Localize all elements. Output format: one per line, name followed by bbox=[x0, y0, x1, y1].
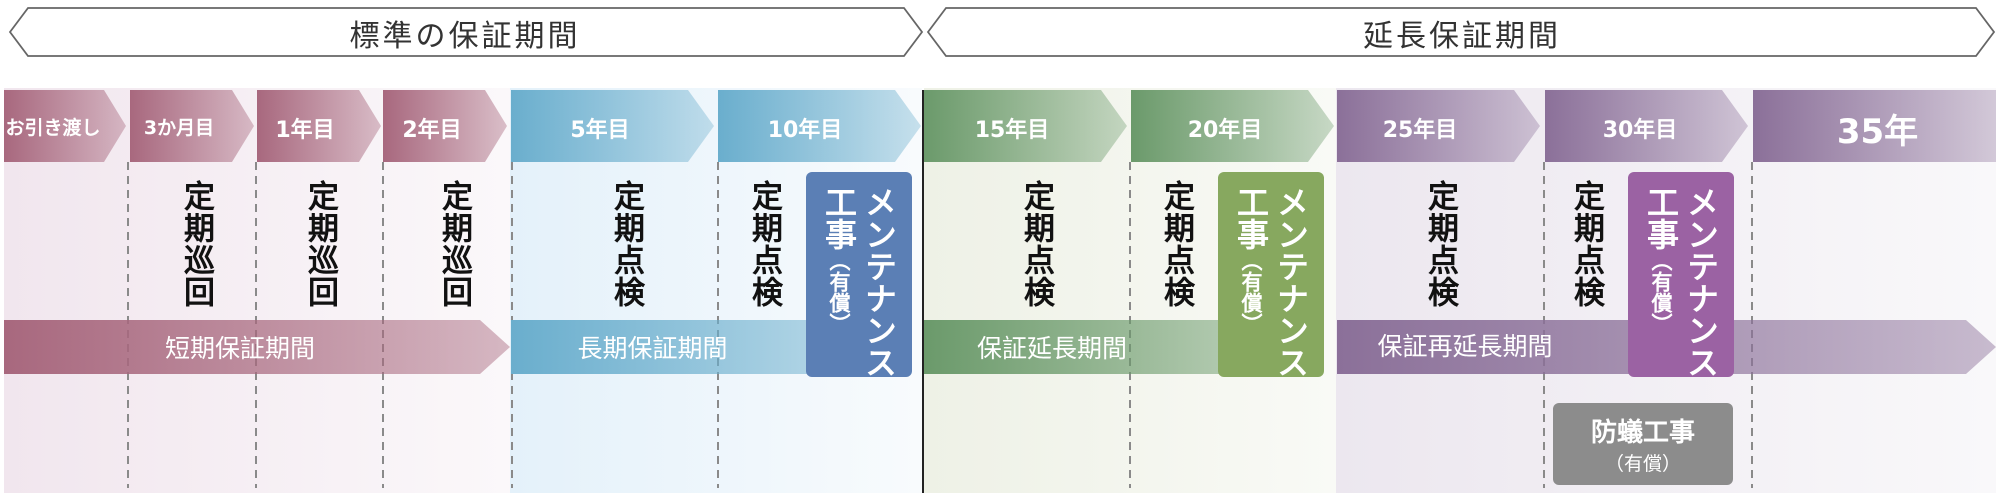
maintenance-work-30y: 工事（有償） bbox=[1638, 186, 1684, 334]
maintenance-title-10y: メンテナンス bbox=[860, 186, 898, 378]
maintenance-box-30y: メンテナンス 工事（有償） bbox=[1628, 172, 1734, 378]
band-long-term bbox=[511, 320, 841, 374]
band-short-term-label: 短期保証期間 bbox=[164, 334, 315, 363]
milestone-35y-label: 35年 bbox=[1836, 111, 1919, 152]
milestone-1y-label: 1年目 bbox=[275, 118, 335, 143]
milestone-20y-arrow bbox=[1131, 90, 1334, 162]
maintenance-box-10y: メンテナンス 工事（有償） bbox=[806, 172, 912, 378]
maintenance-work-text-10y: 工事 bbox=[820, 186, 858, 250]
maintenance-paid-30y: （有償） bbox=[1649, 250, 1673, 334]
milestone-15y-arrow bbox=[924, 90, 1127, 162]
maintenance-box-20y: メンテナンス 工事（有償） bbox=[1218, 172, 1324, 378]
event-inspection-30y: 定期点検 bbox=[1568, 180, 1604, 308]
milestone-2y-label: 2年目 bbox=[402, 118, 462, 143]
termite-treatment-box: 防蟻工事 （有償） bbox=[1553, 403, 1733, 485]
maintenance-work-text-20y: 工事 bbox=[1232, 186, 1270, 250]
termite-treatment-paid: （有償） bbox=[1604, 453, 1681, 475]
milestone-30y-label: 30年目 bbox=[1602, 118, 1678, 143]
event-patrol-3m: 定期巡回 bbox=[178, 180, 214, 308]
maintenance-paid-10y: （有償） bbox=[827, 250, 851, 334]
milestone-10y-label: 10年目 bbox=[767, 118, 843, 143]
milestone-5y-label: 5年目 bbox=[570, 118, 630, 143]
milestone-2y-arrow bbox=[383, 90, 507, 162]
milestone-1y-arrow bbox=[257, 90, 381, 162]
milestone-25y-arrow bbox=[1337, 90, 1540, 162]
band-extension-label: 保証延長期間 bbox=[976, 334, 1127, 363]
maintenance-title-30y: メンテナンス bbox=[1682, 186, 1720, 378]
band-re-extension-label: 保証再延長期間 bbox=[1377, 332, 1553, 361]
event-patrol-1y: 定期巡回 bbox=[302, 180, 338, 308]
band-extension bbox=[924, 320, 1254, 374]
milestone-35y-block bbox=[1753, 90, 1996, 162]
milestone-3m-label: 3か月目 bbox=[143, 116, 215, 139]
milestone-handover-label: お引き渡し bbox=[5, 116, 101, 139]
event-inspection-20y: 定期点検 bbox=[1158, 180, 1194, 308]
milestone-20y-label: 20年目 bbox=[1187, 118, 1263, 143]
maintenance-work-text-30y: 工事 bbox=[1642, 186, 1680, 250]
termite-treatment-label: 防蟻工事 bbox=[1590, 418, 1695, 448]
extended-header-outline bbox=[926, 7, 1996, 57]
band-long-term-label: 長期保証期間 bbox=[577, 334, 728, 363]
standard-warranty-header: 標準の保証期間 bbox=[349, 19, 581, 54]
milestone-10y-arrow bbox=[718, 90, 921, 162]
band-short-term bbox=[4, 320, 510, 374]
milestone-25y-label: 25年目 bbox=[1382, 118, 1458, 143]
milestone-3m-arrow bbox=[130, 90, 254, 162]
event-inspection-15y: 定期点検 bbox=[1018, 180, 1054, 308]
event-inspection-25y: 定期点検 bbox=[1422, 180, 1458, 308]
event-patrol-2y: 定期巡回 bbox=[436, 180, 472, 308]
event-inspection-5y: 定期点検 bbox=[608, 180, 644, 308]
extended-warranty-header: 延長保証期間 bbox=[1363, 19, 1561, 54]
maintenance-title-20y: メンテナンス bbox=[1272, 186, 1310, 378]
maintenance-work-20y: 工事（有償） bbox=[1228, 186, 1274, 334]
milestone-handover-arrow bbox=[4, 90, 126, 162]
milestone-5y-arrow bbox=[511, 90, 714, 162]
maintenance-work-10y: 工事（有償） bbox=[816, 186, 862, 334]
milestone-30y-arrow bbox=[1545, 90, 1748, 162]
event-inspection-10y: 定期点検 bbox=[746, 180, 782, 308]
milestone-15y-label: 15年目 bbox=[974, 118, 1050, 143]
maintenance-paid-20y: （有償） bbox=[1239, 250, 1263, 334]
standard-header-outline bbox=[8, 7, 924, 57]
